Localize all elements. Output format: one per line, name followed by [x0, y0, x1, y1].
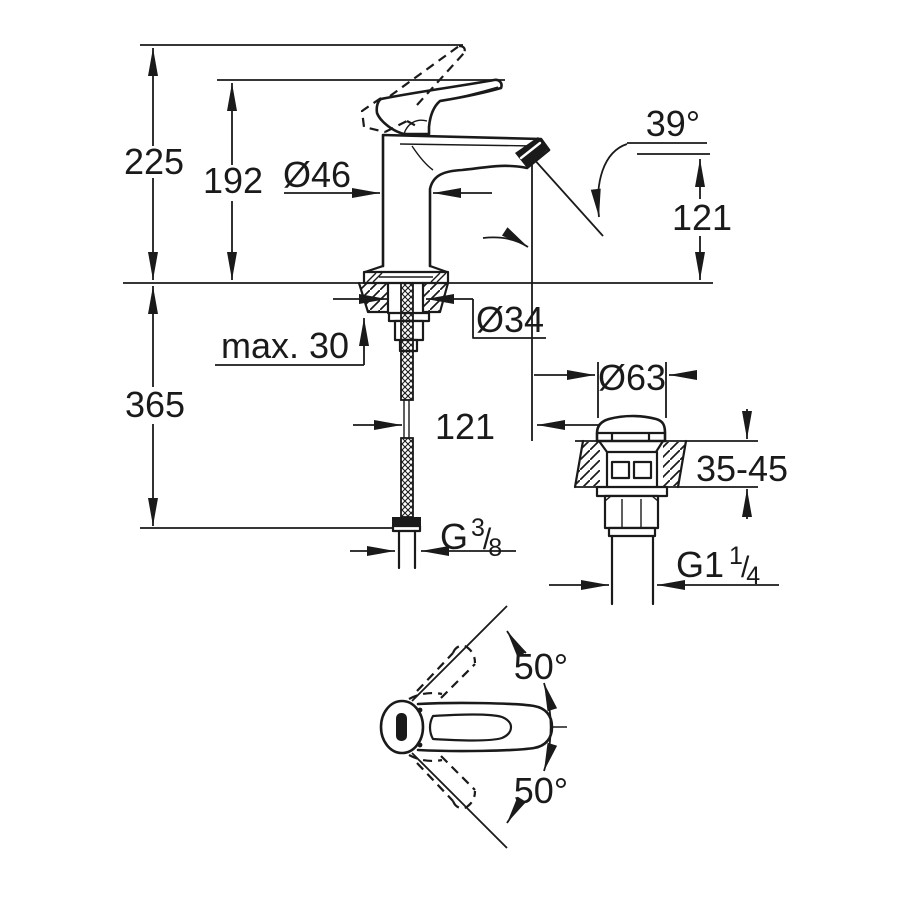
faucet-body: [360, 44, 551, 285]
stream-angle-construction: [482, 143, 628, 248]
side-view: 225 192 365 Ø46 max. 30 Ø34 121 39° 121 …: [123, 44, 732, 570]
drain-dimension-lines: [534, 362, 779, 590]
dim-overall-height: 225: [124, 141, 184, 182]
lever-plan: [416, 701, 554, 753]
dim-outlet-reach: 121: [435, 406, 495, 447]
dim-shank-diameter: Ø34: [476, 299, 544, 340]
dim-stream-angle: 39°: [646, 103, 700, 144]
base-plate: [362, 264, 450, 285]
dimension-lines: [148, 48, 705, 556]
lever-rotated-dashed: [408, 644, 477, 810]
hose-collar: [392, 517, 421, 526]
swivel-angle-construction: [411, 605, 558, 849]
handle-top-view: 50° 50°: [379, 605, 568, 849]
dim-spout-top-height: 192: [203, 160, 263, 201]
dim-max-counter: max. 30: [221, 325, 349, 366]
dim-drain-cap-diameter: Ø63: [598, 357, 666, 398]
dim-counter-range: 35-45: [696, 448, 788, 489]
dim-swing-up: 50°: [514, 646, 568, 687]
dim-hose-length: 365: [125, 384, 185, 425]
drain-body: [595, 414, 669, 606]
aerator: [515, 137, 548, 168]
handle-lever: [375, 78, 503, 136]
dim-outlet-height: 121: [672, 197, 732, 238]
knob-slot: [396, 713, 407, 741]
dim-swing-down: 50°: [514, 770, 568, 811]
supply-hose: [391, 282, 422, 570]
dim-body-diameter: Ø46: [283, 154, 351, 195]
handle-lever-raised: [360, 44, 466, 134]
